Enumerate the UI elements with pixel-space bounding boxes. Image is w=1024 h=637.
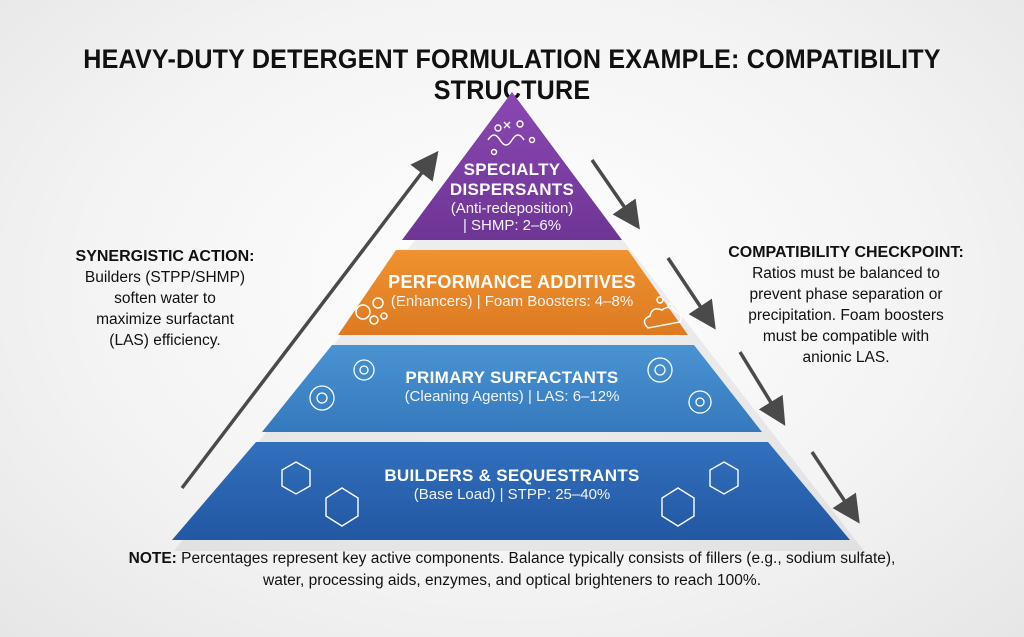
callout-line: soften water to <box>114 290 216 307</box>
layer-primary-surfactants <box>262 345 762 432</box>
compatibility-callout: COMPATIBILITY CHECKPOINT: Ratios must be… <box>718 242 974 368</box>
callout-line: must be compatible with <box>762 328 930 345</box>
layer-label-builders: BUILDERS & SEQUESTRANTS (Base Load) | ST… <box>362 466 662 503</box>
compatibility-arrows <box>590 159 860 524</box>
layer-desc: (Anti-redeposition) <box>450 200 574 217</box>
layer-name: SPECIALTY <box>463 160 561 179</box>
layer-name: BUILDERS & SEQUESTRANTS <box>384 466 640 485</box>
callout-line: anionic LAS. <box>802 349 890 366</box>
foam-icon <box>643 296 683 329</box>
layer-name: PRIMARY SURFACTANTS <box>405 368 619 387</box>
callout-line: Builders (STPP/SHMP) <box>84 269 246 286</box>
callout-heading: COMPATIBILITY CHECKPOINT: <box>728 244 964 261</box>
footnote: NOTE: Percentages represent key active c… <box>40 548 984 592</box>
callout-heading: SYNERGISTIC ACTION: <box>75 248 255 265</box>
layer-specialty-dispersants <box>402 92 622 240</box>
callout-line: precipitation. Foam boosters <box>748 307 944 324</box>
callout-line: prevent phase separation or <box>749 286 943 303</box>
layer-desc: (Enhancers) | Foam Boosters: 4–8% <box>390 293 634 310</box>
molecule-icon <box>487 120 536 156</box>
layer-name: PERFORMANCE ADDITIVES <box>388 272 636 292</box>
layer-desc: (Cleaning Agents) | LAS: 6–12% <box>404 388 620 405</box>
callout-line: Ratios must be balanced to <box>752 265 940 282</box>
synergy-arrow <box>180 150 439 490</box>
diagram-title: HEAVY-DUTY DETERGENT FORMULATION EXAMPLE… <box>83 44 941 105</box>
crystal-lattice-icon <box>281 461 739 527</box>
note-label: NOTE: <box>128 550 177 567</box>
note-text: water, processing aids, enzymes, and opt… <box>263 572 761 589</box>
layer-label-primary: PRIMARY SURFACTANTS (Cleaning Agents) | … <box>362 368 662 405</box>
layer-desc: (Base Load) | STPP: 25–40% <box>413 486 611 503</box>
synergy-callout: SYNERGISTIC ACTION: Builders (STPP/SHMP)… <box>70 246 260 351</box>
layer-label-performance: PERFORMANCE ADDITIVES (Enhancers) | Foam… <box>362 272 662 310</box>
layer-performance-additives <box>338 250 688 335</box>
note-text: Percentages represent key active compone… <box>176 550 896 567</box>
callout-line: (LAS) efficiency. <box>109 332 221 349</box>
callout-line: maximize surfactant <box>96 311 234 328</box>
layer-name: DISPERSANTS <box>449 180 575 199</box>
surfactant-micelle-icon <box>309 357 712 414</box>
bubbles-icon <box>355 297 388 325</box>
layer-desc: | SHMP: 2–6% <box>462 217 562 234</box>
layer-builders-sequestrants <box>172 442 850 540</box>
layer-label-specialty: SPECIALTY DISPERSANTS (Anti-redeposition… <box>432 160 592 234</box>
